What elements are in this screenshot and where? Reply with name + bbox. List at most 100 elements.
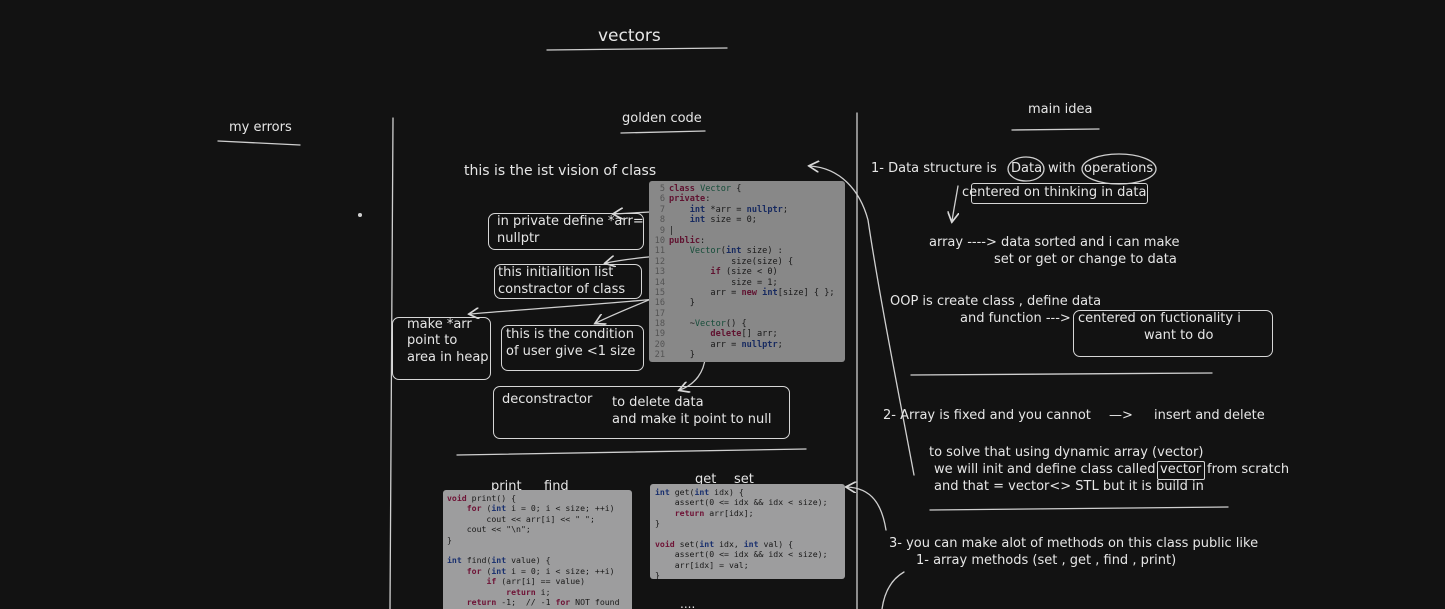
errors-underline — [217, 140, 301, 146]
note-destructor-box — [493, 386, 790, 439]
code-line: 7 int *arr = nullptr; — [659, 204, 789, 215]
code-line: arr[idx] = val; — [655, 559, 749, 570]
idea-solve-vector: vector — [1160, 462, 1202, 477]
golden-separator — [456, 448, 807, 456]
note-private-line1: in private define *arr= — [497, 214, 644, 229]
code-line: return -1; // -1 for NOT found — [466, 596, 620, 607]
code-line: 8 int size = 0; — [659, 215, 757, 226]
idea-array-line1: array ----> data sorted and i can make — [929, 235, 1180, 250]
code-line: return arr[idx]; — [674, 507, 754, 518]
idea-oop-box — [1073, 310, 1273, 357]
note-init-line2: constractor of class — [498, 282, 626, 297]
code-line: cout << arr[i] << " "; — [447, 513, 595, 524]
idea-oop-box-line2: want to do — [1144, 328, 1214, 343]
idea-underline — [1011, 128, 1100, 131]
note-condition-box — [501, 325, 644, 371]
note-init-line1: this initialition list — [498, 265, 614, 280]
code-line: 18 ~Vector() { — [654, 319, 747, 330]
note-destructor-label: deconstractor — [502, 392, 593, 407]
circle-data — [1007, 156, 1045, 182]
idea-solve-line3: and that = vector<> STL but it is build … — [934, 479, 1204, 494]
idea-p2-arrow: —> — [1109, 408, 1133, 423]
code-line: void print() { — [447, 493, 517, 503]
code-line: int get(int idx) { — [655, 487, 744, 497]
note-heap-line2: point to — [407, 333, 458, 348]
code-line: int find(int value) { — [447, 555, 551, 566]
idea-centered-box — [971, 183, 1148, 204]
idea-oop-box-line1: centered on fuctionality i — [1078, 311, 1241, 326]
code-line: if (arr[i] == value) — [486, 576, 586, 587]
idea-p2-insert: insert and delete — [1154, 408, 1265, 423]
first-version-label: this is the ist vision of class — [464, 163, 657, 179]
stray-dot — [357, 212, 363, 218]
note-heap-line1: make *arr — [407, 317, 472, 332]
golden-underline — [620, 130, 706, 134]
code-line — [655, 529, 845, 539]
note-private-box — [488, 213, 644, 250]
code-line: 12 size(size) { — [654, 256, 794, 267]
note-heap-box — [392, 317, 491, 380]
note-condition-line2: of user give <1 size — [506, 344, 636, 359]
code-line: 13 if (size < 0) — [654, 267, 778, 278]
bottom-partial-text: .... — [680, 597, 696, 609]
code-line: 14 size = 1; — [654, 277, 778, 288]
code-line: 16 } — [654, 298, 695, 309]
idea-p1-lead: 1- Data structure is — [871, 161, 997, 176]
column-header-golden: golden code — [622, 111, 702, 126]
idea-oop-line2: and function ---> — [960, 311, 1071, 326]
divider-left — [389, 117, 394, 609]
code-line: cout << "\n"; — [447, 524, 531, 535]
code-snippet-print-find: void print() { for (int i = 0; i < size;… — [443, 490, 632, 609]
column-header-errors: my errors — [229, 120, 292, 135]
code-line: assert(0 <= idx && idx < size); — [655, 497, 828, 508]
circle-operations — [1081, 153, 1157, 185]
arrow-methods-to-getset — [847, 487, 887, 531]
note-heap-line3: area in heap — [407, 350, 489, 365]
code-line: 20 arr = nullptr; — [654, 339, 783, 350]
partial-curve — [881, 571, 905, 609]
code-line: 21 } — [654, 350, 695, 361]
idea-p2-line: 2- Array is fixed and you cannot — [883, 408, 1091, 423]
code-line: } — [447, 534, 452, 545]
arrow-idea-to-code — [810, 166, 915, 476]
title-underline — [546, 47, 728, 51]
code-line: 17 — [654, 308, 665, 319]
idea-solve-line1: to solve that using dynamic array (vecto… — [929, 445, 1204, 460]
label-set: set — [734, 472, 754, 487]
idea-vector-box — [1157, 461, 1205, 480]
code-line: } — [655, 518, 660, 529]
note-delete-line1: to delete data — [612, 395, 704, 410]
code-line: void set(int idx, int val) { — [655, 538, 794, 549]
code-line: 9| — [659, 225, 675, 236]
code-line: 11 Vector(int size) : — [654, 246, 783, 257]
idea-oop-line1: OOP is create class , define data — [890, 294, 1102, 309]
column-header-idea: main idea — [1028, 102, 1093, 117]
idea-centered-data: centered on thinking in data — [962, 185, 1147, 200]
code-line: 19 delete[] arr; — [654, 329, 778, 340]
code-snippet-get-set: int get(int idx) { assert(0 <= idx && id… — [650, 484, 845, 579]
idea-p3-line2: 1- array methods (set , get , find , pri… — [916, 553, 1177, 568]
code-line: assert(0 <= idx && idx < size); — [655, 549, 828, 560]
code-line: for (int i = 0; i < size; ++i) — [466, 503, 615, 514]
idea-p3-line1: 3- you can make alot of methods on this … — [889, 536, 1259, 551]
idea-solve-line2b: from scratch — [1207, 462, 1290, 477]
note-init-list-box — [494, 264, 642, 299]
code-line: } — [447, 607, 632, 609]
code-line — [447, 545, 632, 555]
page-title: vectors — [598, 26, 661, 46]
idea-separator-2 — [929, 506, 1229, 511]
code-line: return i; — [506, 586, 551, 597]
idea-p1-operations: operations — [1084, 161, 1154, 176]
note-private-line2: nullptr — [497, 231, 540, 246]
note-delete-line2: and make it point to null — [612, 412, 772, 427]
code-line: 15 arr = new int[size] { }; — [654, 287, 835, 298]
label-get: get — [695, 472, 717, 487]
note-condition-line1: this is the condition — [506, 327, 634, 342]
code-line: } — [655, 570, 660, 579]
code-line: for (int i = 0; i < size; ++i) — [466, 565, 615, 576]
arrow-down — [952, 185, 958, 221]
